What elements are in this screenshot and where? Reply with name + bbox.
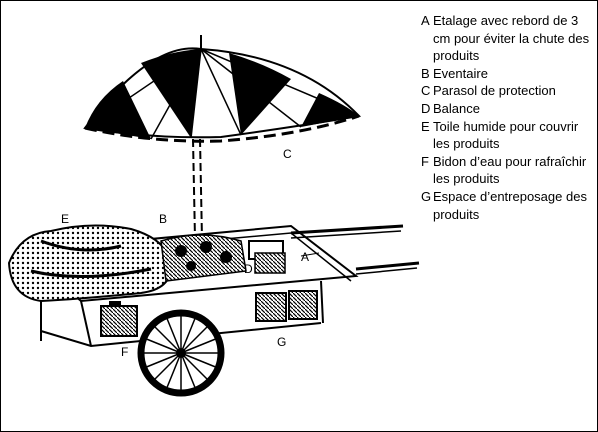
storage-space [255,290,318,322]
legend-item-a: A Etalage avec rebord de 3 cm pour évite… [421,12,595,65]
legend-letter: D [421,100,431,116]
legend-letter: F [421,153,429,169]
legend-item-e: E Toile humide pour couvrir les produits [421,118,595,153]
cover-cloth [7,224,173,303]
legend-letter: E [421,118,430,134]
legend-item-c: C Parasol de protection [421,82,595,100]
legend-item-b: B Eventaire [421,65,595,83]
cart-wheel [137,309,225,397]
label-c: C [283,147,292,161]
parasol-canopy [83,35,362,143]
legend-item-d: D Balance [421,100,595,118]
legend-text: Toile humide pour couvrir les produits [433,118,579,152]
legend-item-f: F Bidon d’eau pour rafraîchir les produi… [421,153,595,188]
legend-text: Bidon d’eau pour rafraîchir les produits [433,153,587,187]
legend-text: Espace d’entreposage des produits [433,188,587,222]
legend-letter: A [421,13,430,28]
label-f: F [121,345,129,359]
label-e: E [61,212,70,226]
legend-letter: C [421,83,431,99]
leader-line-a [300,252,320,257]
produce-display [160,234,247,282]
legend-letter: G [421,188,432,204]
legend-text: Etalage avec rebord de 3 cm pour éviter … [433,13,590,64]
legend-item-g: G Espace d’entreposage des produits [421,188,595,223]
scale [248,240,286,274]
label-a: A [301,250,310,264]
legend-text: Balance [433,100,480,116]
label-b: B [159,212,168,226]
parasol-pole [192,138,203,240]
label-d: D [244,262,253,276]
legend-text: Parasol de protection [433,83,556,99]
legend-letter: B [421,65,430,81]
water-can [100,301,138,337]
label-g: G [277,335,287,349]
legend-text: Eventaire [433,65,488,81]
cart-frame [40,280,324,348]
legend: A Etalage avec rebord de 3 cm pour évite… [421,12,595,223]
